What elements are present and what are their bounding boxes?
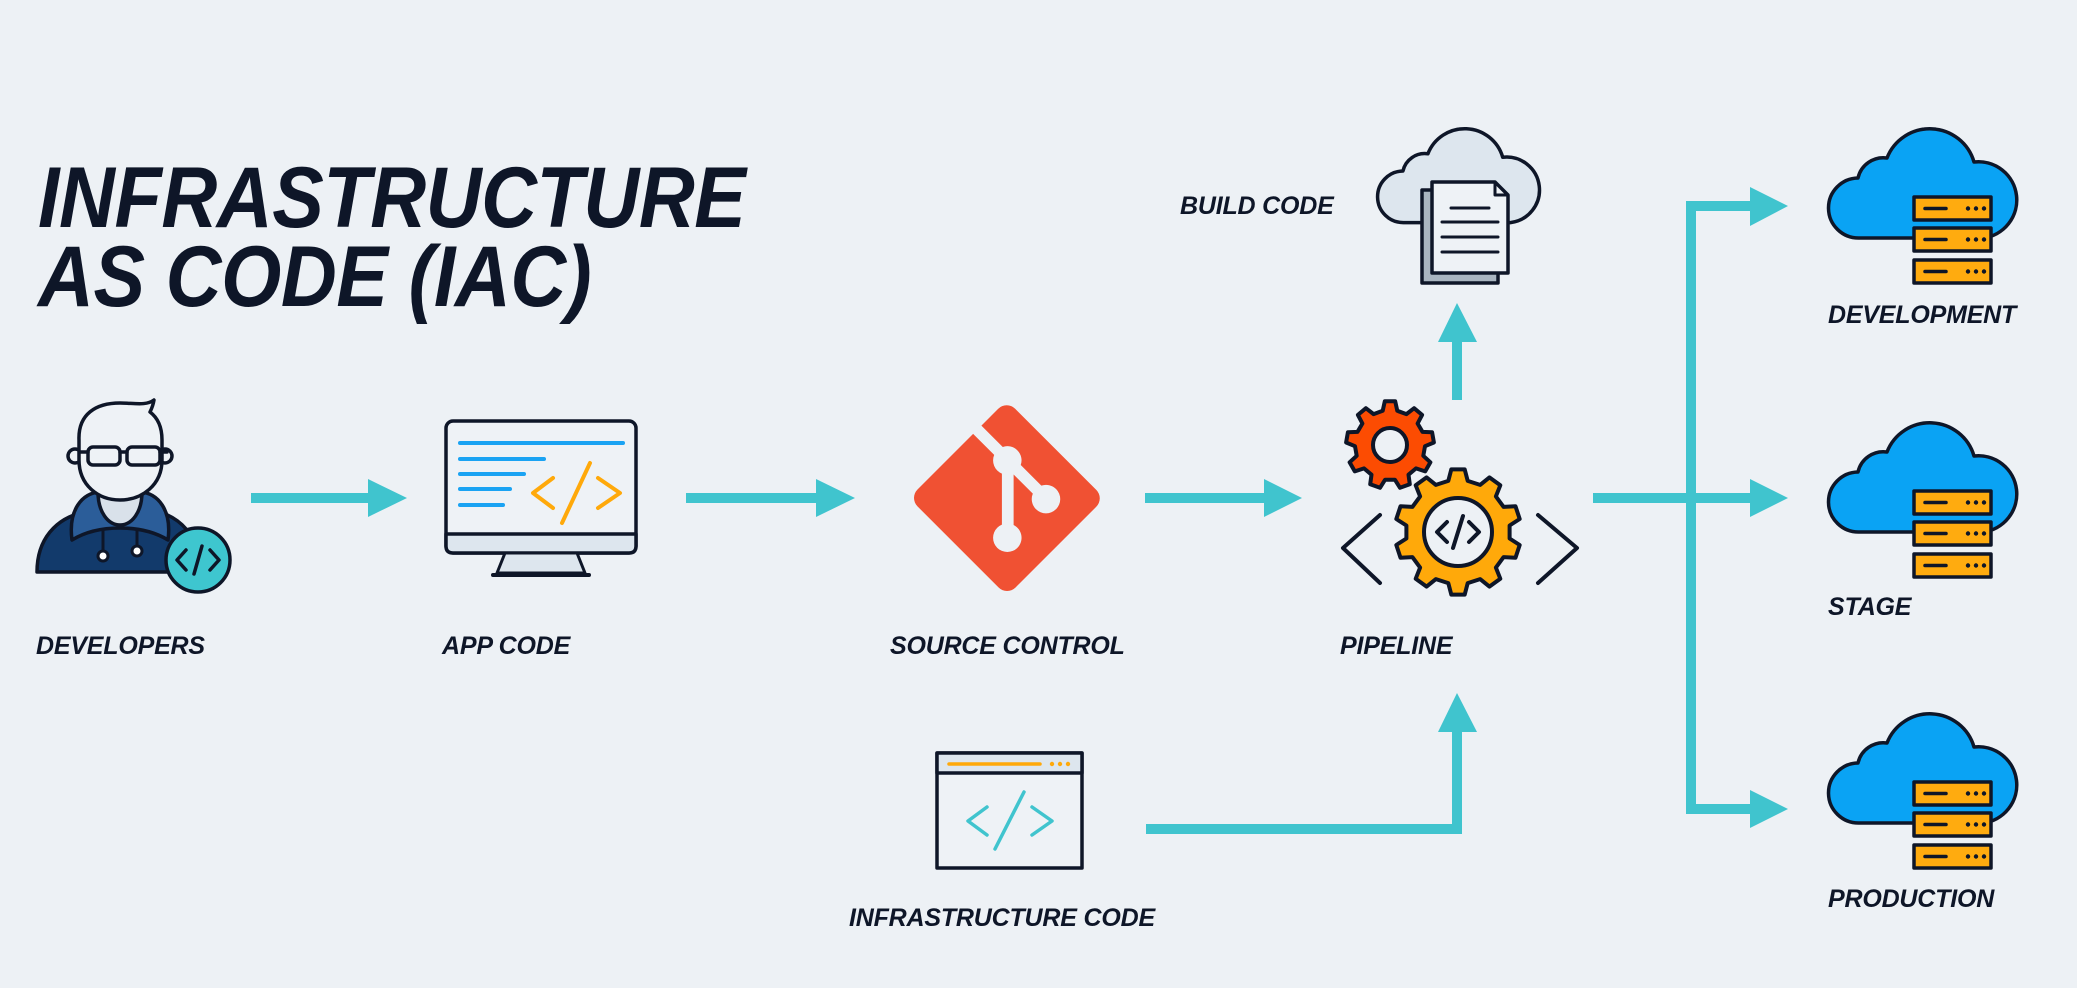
code-brackets-icon: [531, 461, 622, 525]
document-fold: [1493, 180, 1510, 197]
label-source-control: SOURCE CONTROL: [890, 632, 1125, 660]
server-rack-icon: [1912, 195, 1993, 285]
arrow-head: [1750, 479, 1788, 517]
arrow-head: [1750, 790, 1788, 828]
window-dots: [1049, 761, 1071, 767]
arrow-shaft-horizontal: [1146, 824, 1462, 834]
arrow-shaft: [1686, 804, 1751, 814]
arrow-shaft: [686, 493, 817, 503]
arrow-head: [368, 479, 407, 517]
arrow-source-control-to-pipeline: [1145, 479, 1302, 517]
git-icon: [913, 405, 1100, 592]
arrow-head: [1438, 693, 1477, 732]
monitor-code-icon: [440, 415, 645, 580]
label-stage: STAGE: [1828, 593, 1912, 621]
label-build-code: BUILD CODE: [1180, 192, 1334, 220]
arrow-infrastructure-code-to-pipeline: [1146, 693, 1477, 834]
small-gear-icon: [1344, 399, 1436, 490]
arrow-shaft: [1686, 201, 1751, 211]
label-developers: DEVELOPERS: [36, 632, 205, 660]
arrow-app-code-to-source-control: [686, 479, 855, 517]
arrow-developers-to-app-code: [251, 479, 407, 517]
label-infrastructure-code: INFRASTRUCTURE CODE: [849, 904, 1155, 932]
server-rack-icon: [1912, 489, 1993, 579]
arrow-to-production: [1686, 790, 1788, 828]
document-front: [1430, 180, 1510, 275]
trunk-horizontal: [1593, 493, 1691, 503]
arrow-head: [816, 479, 855, 517]
label-development: DEVELOPMENT: [1828, 301, 2017, 329]
arrow-pipeline-to-build-code: [1438, 303, 1477, 400]
arrow-shaft-vertical: [1452, 731, 1462, 834]
gears-code-icon: [1335, 395, 1585, 597]
drawstrings: [96, 528, 144, 563]
git-logo: [913, 405, 1100, 592]
cloud-server-icon-development: [1826, 126, 2026, 291]
cloud-documents-icon: [1370, 120, 1550, 290]
glasses: [78, 445, 169, 467]
document-lines: [1440, 206, 1500, 254]
code-window-icon: [930, 745, 1090, 875]
label-pipeline: PIPELINE: [1340, 632, 1453, 660]
code-brackets-icon: [966, 790, 1054, 851]
arrow-head: [1264, 479, 1302, 517]
bracket-right-icon: [1536, 513, 1579, 585]
label-app-code: APP CODE: [442, 632, 571, 660]
developer-icon: [30, 398, 240, 598]
trunk-vertical: [1686, 201, 1696, 814]
arrow-to-development: [1686, 187, 1788, 226]
arrow-shaft: [1452, 341, 1462, 400]
arrow-shaft: [1690, 493, 1751, 503]
large-gear-icon: [1394, 467, 1522, 597]
monitor-stand: [495, 551, 587, 575]
code-badge-icon: [164, 526, 232, 594]
code-lines: [458, 441, 625, 507]
arrow-head: [1750, 187, 1788, 226]
arrow-pipeline-trunk: [1593, 201, 1696, 814]
server-rack-icon: [1912, 780, 1993, 870]
cloud-server-icon-stage: [1826, 420, 2026, 585]
cloud-server-icon-production: [1826, 711, 2026, 876]
title-line-1: INFRASTRUCTURE: [38, 150, 746, 246]
arrow-shaft: [1145, 493, 1265, 503]
arrow-to-stage: [1690, 479, 1788, 517]
arrow-shaft: [251, 493, 369, 503]
monitor-bezel: [444, 532, 638, 555]
title-line-2: AS CODE (IAC): [38, 229, 592, 325]
arrow-head: [1438, 303, 1477, 342]
bracket-left-icon: [1341, 513, 1382, 585]
label-production: PRODUCTION: [1828, 885, 1995, 913]
